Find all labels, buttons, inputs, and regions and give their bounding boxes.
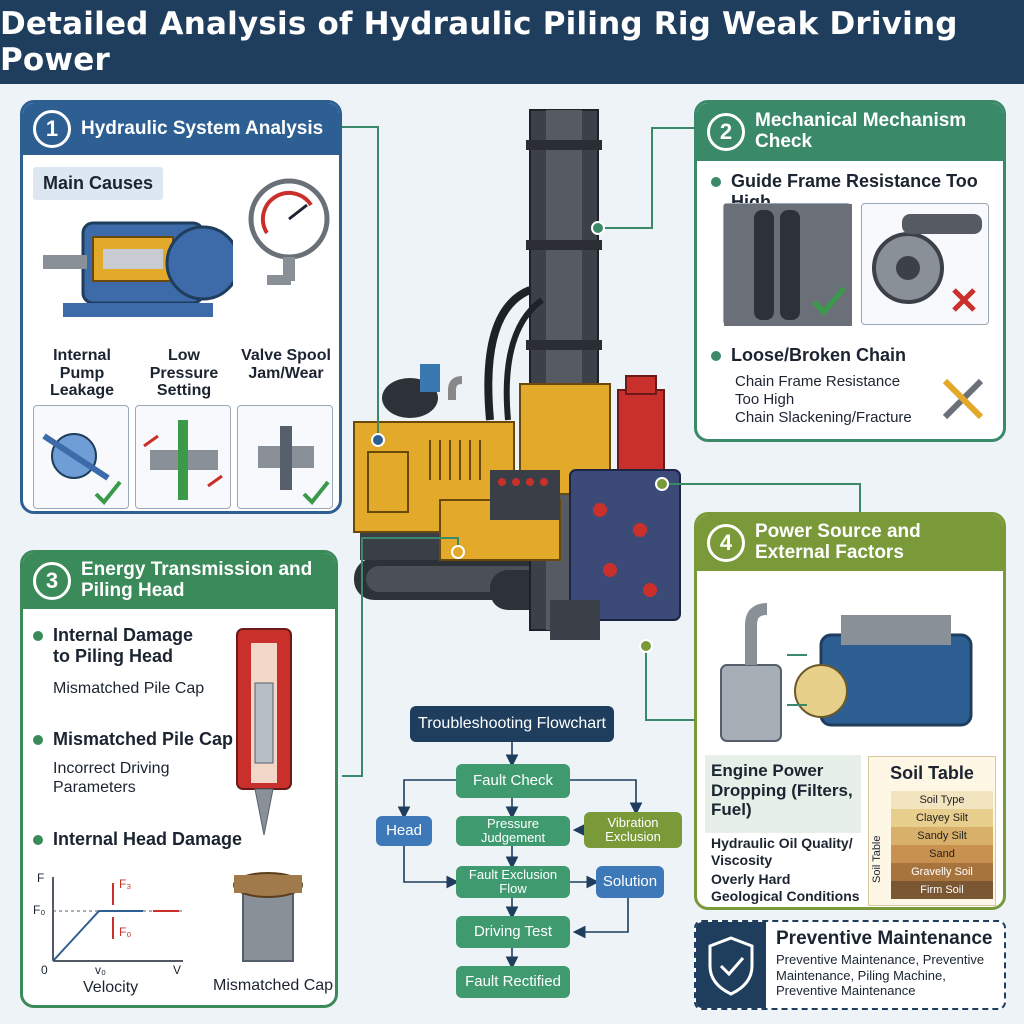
graph-y-axis-label: F — [37, 871, 45, 885]
soil-table: Soil Table Soil Table Soil Type Clayey S… — [868, 756, 996, 906]
soil-row: Sand — [891, 845, 993, 863]
panel-number: 1 — [33, 110, 71, 148]
check-icon — [812, 286, 846, 316]
internal-damage-item: Internal Damage to Piling Head — [33, 625, 203, 667]
panel-number: 3 — [33, 562, 71, 600]
soil-rows: Soil Type Clayey Silt Sandy Silt Sand Gr… — [891, 791, 993, 899]
velocity-caption: Velocity — [83, 979, 139, 996]
soil-table-title: Soil Table — [890, 763, 974, 783]
graph-force-top: F₃ — [119, 877, 132, 891]
piling-head-cutaway — [236, 628, 292, 836]
title-bar: Detailed Analysis of Hydraulic Piling Ri… — [0, 0, 1024, 84]
mechanical-panel: 2 Mechanical Mechanism Check Guide Frame… — [694, 100, 1006, 442]
chain-sprocket-thumb — [861, 203, 989, 325]
hydraulic-causes: Internal Pump Leakage Low Pressure Setti… — [33, 347, 335, 400]
panel-number: 4 — [707, 524, 745, 562]
flow-fault-check: Fault Check — [456, 764, 570, 798]
soil-row: Sandy Silt — [891, 827, 993, 845]
graph-origin: 0 — [41, 963, 48, 977]
cross-icon — [952, 288, 976, 312]
main-causes-label: Main Causes — [33, 167, 164, 200]
shield-check-icon — [708, 936, 754, 996]
energy-panel-header: 3 Energy Transmission and Piling Head — [23, 553, 335, 609]
chain-slackening: Chain Slackening/Fracture — [735, 409, 912, 426]
cause-pump-leakage: Internal Pump Leakage — [49, 347, 115, 400]
flow-pressure: Pressure Judgement — [456, 816, 570, 846]
maintenance-text: Preventive Maintenance, Preventive Maint… — [776, 952, 985, 999]
mismatched-cap-item: Mismatched Pile Cap — [33, 729, 233, 750]
soil-row: Soil Type — [891, 791, 993, 809]
flow-exclusion: Fault Exclusion Flow — [456, 866, 570, 898]
mechanical-panel-header: 2 Mechanical Mechanism Check — [697, 103, 1003, 161]
graph-x-axis-label: V — [173, 963, 182, 977]
oil-quality-item: Hydraulic Oil Quality/ Viscosity — [711, 835, 853, 868]
preventive-maintenance-box: Preventive Maintenance Preventive Mainte… — [694, 920, 1006, 1010]
flow-rectified: Fault Rectified — [456, 966, 570, 998]
cap-caption: Mismatched Cap — [213, 977, 334, 994]
pump-leak-thumb — [33, 405, 129, 509]
page-title: Detailed Analysis of Hydraulic Piling Ri… — [0, 6, 958, 78]
graph-y-tick: F₀ — [33, 903, 46, 917]
low-pressure-thumb — [135, 405, 231, 509]
pile-cap-icon — [233, 872, 303, 962]
flow-head: Head — [376, 816, 432, 846]
maintenance-heading: Preventive Maintenance — [776, 928, 993, 949]
shield-bg — [696, 922, 766, 1008]
pressure-gauge-icon — [248, 178, 330, 285]
hydraulic-panel-header: 1 Hydraulic System Analysis — [23, 103, 339, 155]
soil-row: Gravelly Soil — [891, 863, 993, 881]
flow-driving-test: Driving Test — [456, 916, 570, 948]
flow-solution: Solution — [596, 866, 664, 898]
cause-valve-spool: Valve Spool Jam/Wear — [241, 347, 331, 382]
soil-row: Clayey Silt — [891, 809, 993, 827]
hydraulic-pump-icon — [43, 221, 233, 317]
force-velocity-graph: F F₀ F₃ F₀ 0 v₀ V Velocity — [33, 871, 193, 1001]
chain-guide-thumb — [723, 203, 852, 326]
check-icon — [94, 480, 122, 505]
mismatched-cap-sub: Incorrect Driving Parameters — [53, 760, 170, 797]
engine-filter-illustration — [720, 603, 973, 742]
power-panel-header: 4 Power Source and External Factors — [697, 515, 1003, 571]
loose-chain-item: Loose/Broken Chain — [711, 345, 906, 366]
power-panel-title: Power Source and External Factors — [755, 521, 921, 563]
valve-spool-thumb — [237, 405, 333, 509]
flowchart-title: Troubleshooting Flowchart — [410, 706, 614, 742]
wrench-screwdriver-icon — [942, 378, 984, 420]
engine-power-item: Engine Power Dropping (Filters, Fuel) — [705, 755, 861, 833]
internal-damage-sub: Mismatched Pile Cap — [53, 680, 205, 697]
chain-frame-resistance: Chain Frame Resistance Too High — [735, 373, 901, 408]
hydraulic-panel-title: Hydraulic System Analysis — [81, 117, 324, 139]
cause-low-pressure: Low Pressure Setting — [149, 347, 219, 400]
panel-number: 2 — [707, 113, 745, 151]
energy-panel: 3 Energy Transmission and Piling Head In… — [20, 550, 338, 1008]
mechanical-panel-title: Mechanical Mechanism Check — [755, 110, 967, 152]
hydraulic-panel: 1 Hydraulic System Analysis Main Causes … — [20, 100, 342, 514]
graph-x-tick: v₀ — [95, 963, 106, 977]
graph-force-bottom: F₀ — [119, 925, 132, 939]
check-icon — [302, 480, 330, 505]
energy-panel-title: Energy Transmission and Piling Head — [81, 559, 313, 601]
geological-item: Overly Hard Geological Conditions — [711, 871, 860, 904]
internal-head-item: Internal Head Damage — [33, 829, 242, 850]
flow-vibration: Vibration Exclusion — [584, 812, 682, 848]
piling-rig-illustration — [353, 109, 681, 640]
soil-row: Firm Soil — [891, 881, 993, 899]
